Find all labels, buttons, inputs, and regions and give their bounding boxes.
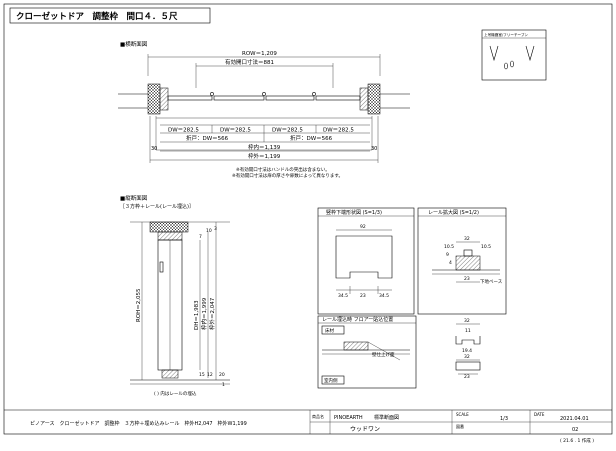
detail-rail: レール拡大図 (S=1/2) 32 10.5 10.5 9 4 23 下地ベース [417,207,507,315]
dw-2: DW＝282.5 [220,128,251,134]
d3-inside: 室内側 [324,377,338,384]
d1-345b: 34.5 [379,293,389,299]
tb-date: 2021.04.01 [560,416,589,422]
fold-2: 折戸：DW＝566 [290,134,333,142]
sheet-border [3,3,613,435]
tb-page: ( 21.6 . 1 作成 ) [560,437,594,444]
d2-23: 23 [464,276,470,282]
tb-name-label: 商品名 [312,413,324,419]
d2-base: 下地ベース [480,278,503,285]
tb-company: ウッドワン [350,425,380,433]
d1-345a: 34.5 [338,293,348,299]
d4-11: 11 [465,328,471,334]
detail2-title: レール拡大図 (S=1/2) [428,209,479,216]
tb-dno-label: 図番 [456,423,464,429]
dw-4: DW＝282.5 [323,128,354,134]
roh-dim: ROH＝2,055 [136,288,142,322]
frame-h-dim: 枠内＝1,999 [200,297,208,330]
inner-dim: 枠内＝1,139 [248,143,281,151]
v-d10: 10 [206,228,212,234]
detail3-title: レール埋込時 フロアー貼込位置 [322,316,393,323]
page-title: クローゼットドア 調整枠 間口４．５尺 [16,11,178,22]
d2-105a: 10.5 [444,244,454,250]
legend-box: 上吊機器室/フリーチーブン [481,29,547,81]
plan-section: ■横断面図 ROW＝1,209 有効開口寸法＝881 [118,40,410,179]
tb-date-label: DATE [534,412,545,417]
tb-dwg: 標準断面図 [374,414,399,421]
dh-dim: DH＝1,983 [194,300,200,330]
d2-4: 4 [449,260,452,266]
tb-brand: PINOEARTH [334,415,363,421]
plan-note-2: ※有効開口寸法は扉の厚さや扉数によって異なります。 [232,172,343,179]
d1-23: 23 [360,293,366,299]
title-block: ピノアース クローゼットドア 調整枠 ３方枠＋埋め込みレール 枠外H2,047 … [4,409,612,444]
d2-32: 32 [464,236,470,242]
v-d15: 15 [199,372,205,378]
tb-dno: 02 [572,427,578,433]
dw-1: DW＝282.5 [168,128,199,134]
d30-right: 30 [371,146,377,152]
outer-dim: 枠外＝1,199 [248,152,281,160]
tb-description: ピノアース クローゼットドア 調整枠 ３方枠＋埋め込みレール 枠外H2,047 … [30,420,247,427]
d1-92: 92 [360,224,366,230]
d3-flooring: 床材 [325,327,334,334]
d2-105b: 10.5 [481,244,491,250]
d30-left: 30 [151,146,157,152]
d4-32a: 32 [464,318,470,324]
v-d20: 20 [219,372,225,378]
d4-19: 19.4 [462,348,472,354]
d2-9: 9 [446,252,449,258]
d4-32b: 32 [464,354,470,360]
legend-label: 上吊機器室/フリーチーブン [484,32,529,37]
fold-1: 折戸：DW＝566 [186,134,229,142]
tb-scale: 1/3 [500,416,508,422]
tb-scale-label: SCALE [456,412,469,417]
detail-frame-bottom: 竪枠下端形状図 (S=1/3) 92 34.5 23 34.5 [317,207,415,315]
row-dim: ROW＝1,209 [242,51,277,57]
dw-3: DW＝282.5 [272,128,303,134]
v-d3: 3 [214,226,217,232]
frame-h2-dim: 枠外＝2,047 [208,297,216,330]
detail-floor: レール埋込時 フロアー貼込位置 床材 壁仕上げ面 室内側 [317,315,417,389]
header: クローゼットドア 調整枠 間口４．５尺 [9,7,211,24]
v-d7: 7 [199,234,202,240]
d4-23: 23 [464,374,470,380]
detail-profile: 32 11 19.4 32 23 [455,318,481,380]
detail1-title: 竪枠下端形状図 (S=1/3) [326,209,382,216]
vertical-section: ■縦断面図 ［３方枠＋レール(レール埋込)］ ROH＝2,055 DH＝1,98… [120,194,230,397]
v-bottom-note: ( ) 内はレールの埋込 [154,390,197,397]
v-d1: 1 [222,382,225,388]
d3-finish: 壁仕上げ面 [372,351,395,358]
v-d12: 12 [207,372,213,378]
plan-note-1: ※有効開口寸法はハンドルの突出は含まない。 [236,166,330,173]
opening-dim: 有効開口寸法＝881 [225,58,274,66]
plan-heading: ■横断面図 [120,40,148,48]
vertical-sub: ［３方枠＋レール(レール埋込)］ [120,203,194,210]
vertical-heading: ■縦断面図 [120,194,148,202]
